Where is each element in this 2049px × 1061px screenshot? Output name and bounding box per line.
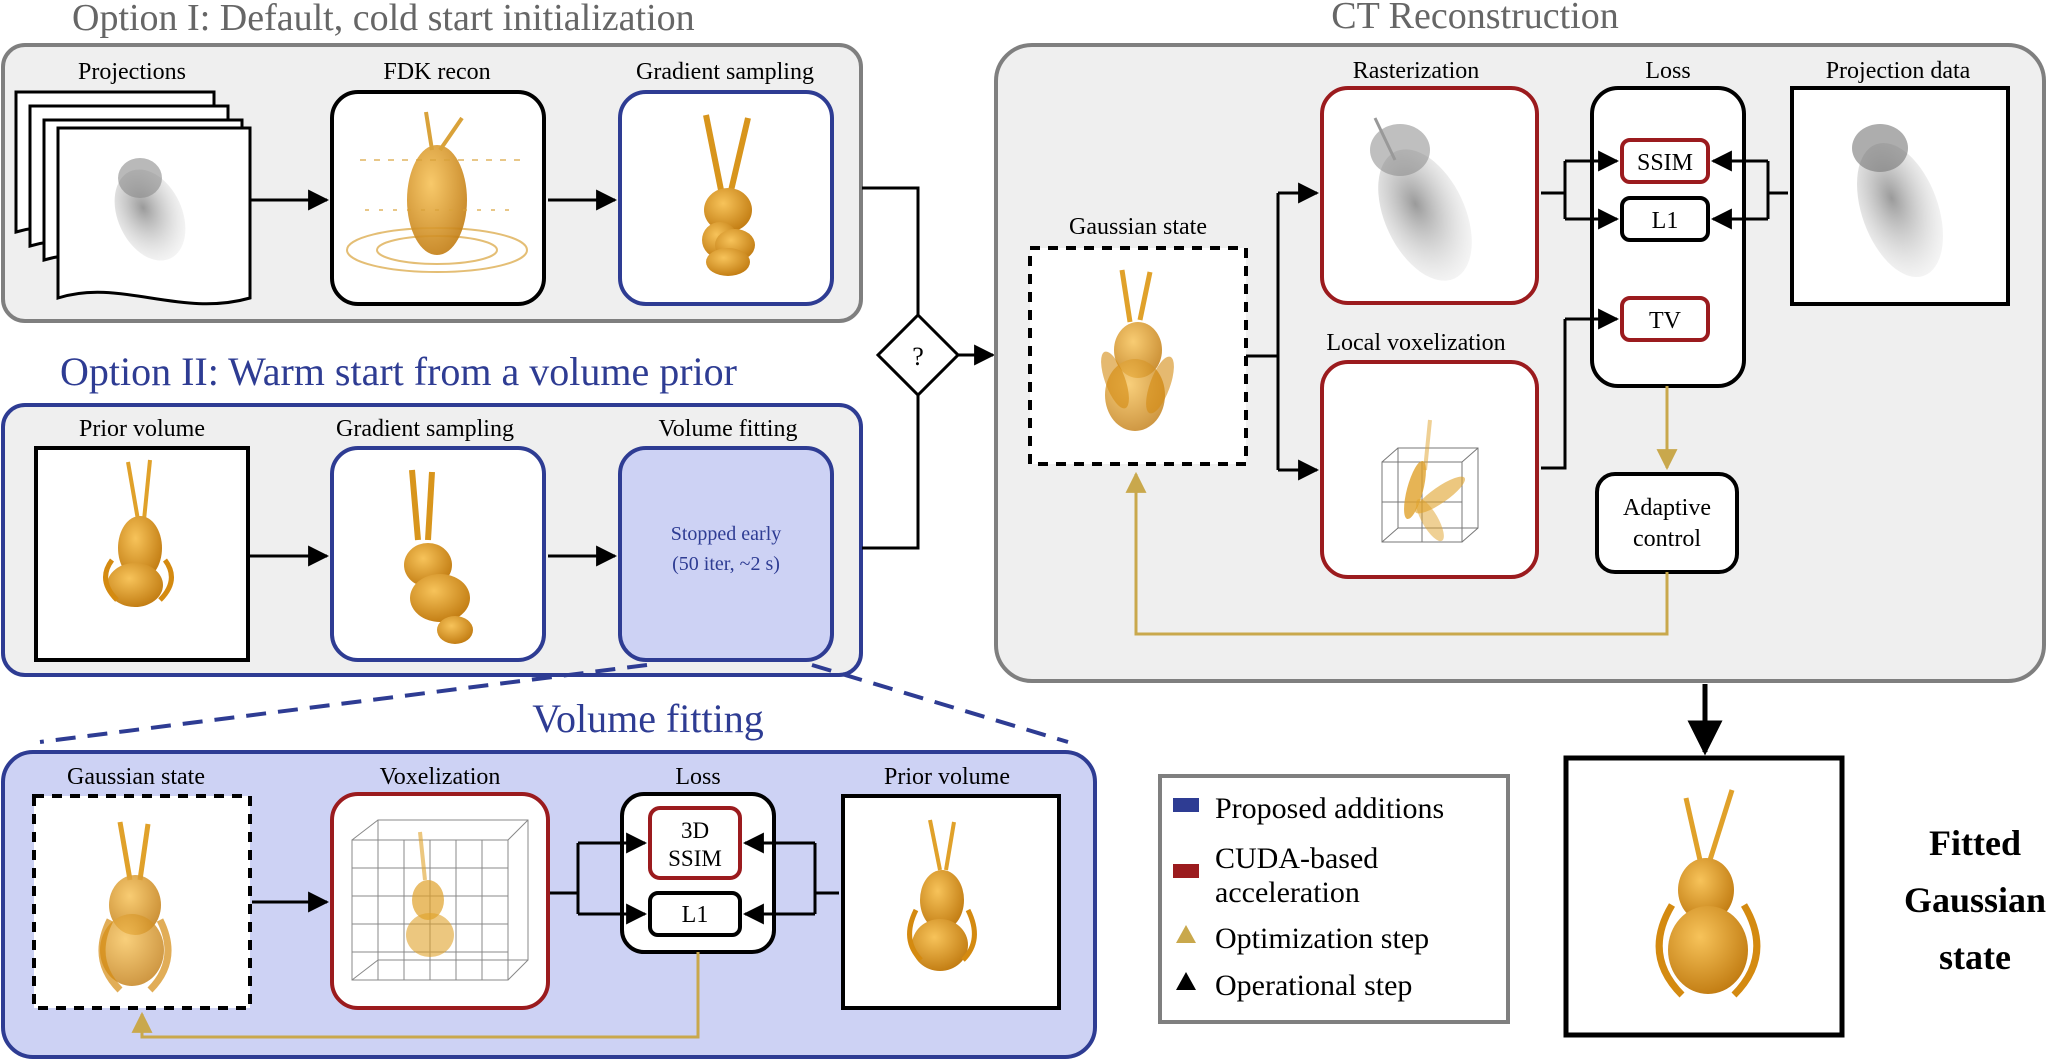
ct-tv-term	[1620, 296, 1710, 342]
ct-l1-text: L1	[1652, 208, 1679, 234]
vf-ssim-term	[648, 806, 742, 880]
vf-l1-text: L1	[682, 902, 709, 928]
legend: Proposed additions CUDA-based accelerati…	[1158, 774, 1510, 1024]
output-section: Fitted Gaussian state	[1563, 684, 2046, 1038]
local-voxelization-image	[1381, 419, 1479, 543]
option-2-panel: Option II: Warm start from a volume prio…	[1, 349, 863, 677]
vf-prior-volume-image	[907, 819, 977, 971]
legend-label-cuda-1: CUDA-based	[1215, 842, 1378, 875]
vf-prior-volume-label: Prior volume	[884, 764, 1010, 790]
volume-fitting-label: Volume fitting	[659, 416, 798, 442]
gradient-sampling-image-2	[404, 469, 473, 644]
legend-marker-proposed	[1173, 798, 1199, 812]
voxelization-label: Voxelization	[380, 764, 501, 790]
fitting-note-line-2: (50 iter, ~2 s)	[672, 553, 780, 575]
ct-gaussian-state-image	[1101, 269, 1174, 431]
ct-loss-label: Loss	[1645, 58, 1690, 84]
ct-l1-term	[1620, 196, 1710, 242]
volume-fitting-title: Volume fitting	[532, 696, 763, 741]
output-label-line-2: Gaussian	[1904, 880, 2046, 920]
output-gaussian-image	[1655, 789, 1761, 998]
ct-tv-text: TV	[1649, 308, 1682, 334]
legend-marker-cuda	[1173, 864, 1199, 878]
legend-label-optimization: Optimization step	[1215, 922, 1429, 955]
legend-label-operational: Operational step	[1215, 969, 1412, 1002]
gradient-sampling-image-1	[702, 114, 755, 276]
local-voxelization-label: Local voxelization	[1326, 330, 1505, 356]
prior-volume-image-1	[103, 459, 174, 607]
output-label-line-3: state	[1939, 937, 2011, 977]
adaptive-control-line-1: Adaptive	[1623, 495, 1711, 521]
vf-ssim-line-2: SSIM	[668, 846, 722, 871]
zoom-line-right	[811, 663, 1069, 744]
legend-label-cuda-2: acceleration	[1215, 876, 1360, 909]
vf-l1-term	[648, 891, 742, 937]
vf-loss-label: Loss	[675, 764, 720, 790]
ct-gaussian-state-label: Gaussian state	[1069, 214, 1207, 240]
legend-frame	[1158, 774, 1510, 1024]
output-label-line-1: Fitted	[1929, 823, 2021, 863]
ct-ssim-text: SSIM	[1637, 150, 1693, 176]
projection-data-label: Projection data	[1826, 58, 1971, 84]
fdk-label: FDK recon	[383, 59, 490, 85]
rasterization-image	[1370, 117, 1472, 281]
legend-marker-operational	[1176, 972, 1196, 990]
option-1-panel: Option I: Default, cold start initializa…	[1, 0, 863, 323]
local-voxelization-box	[1320, 360, 1539, 579]
voxelization-image	[351, 819, 529, 981]
option-1-title: Option I: Default, cold start initializa…	[72, 0, 695, 39]
decision-diamond	[875, 312, 961, 398]
gradient-sampling-label-2: Gradient sampling	[336, 416, 514, 442]
vf-ssim-line-1: 3D	[681, 818, 709, 843]
fdk-recon-image	[346, 111, 528, 273]
volume-fitting-panel: Volume fitting Gaussian state Voxelizati…	[1, 696, 1097, 1059]
volume-fitting-box	[618, 446, 834, 662]
legend-label-proposed: Proposed additions	[1215, 792, 1444, 825]
adaptive-control-box	[1595, 472, 1739, 574]
fitting-note-line-1: Stopped early	[671, 523, 782, 545]
projections-stack	[14, 90, 252, 306]
ct-title: CT Reconstruction	[1331, 0, 1618, 37]
ct-ssim-term	[1620, 138, 1710, 184]
gradient-sampling-label-1: Gradient sampling	[636, 59, 814, 85]
adaptive-control-line-2: control	[1633, 526, 1701, 552]
vf-gaussian-state-label: Gaussian state	[67, 764, 205, 790]
decision-symbol: ?	[912, 342, 924, 371]
rasterization-label: Rasterization	[1353, 58, 1480, 84]
zoom-line-left	[39, 663, 648, 744]
option-2-title: Option II: Warm start from a volume prio…	[60, 349, 737, 394]
decision-node: ?	[862, 186, 996, 550]
projection-data-image	[1852, 124, 1943, 278]
legend-marker-optimization	[1176, 925, 1196, 943]
vf-gaussian-state-image	[98, 821, 172, 993]
projections-label: Projections	[78, 59, 186, 85]
prior-volume-label-1: Prior volume	[79, 416, 205, 442]
ct-panel: CT Reconstruction Gaussian state Rasteri…	[994, 0, 2046, 683]
